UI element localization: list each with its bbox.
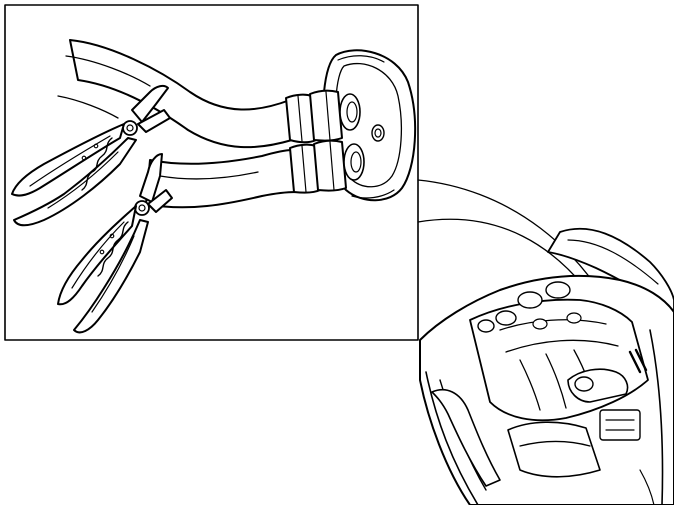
inset-frame xyxy=(4,4,419,341)
lower-heater-hose xyxy=(145,139,365,209)
upper-heater-hose xyxy=(57,39,361,149)
upper-hose-clamp-pliers xyxy=(11,84,171,227)
detail-inset xyxy=(4,4,419,341)
lower-hose-clamp-pliers xyxy=(57,153,173,334)
engine-bay-view xyxy=(419,227,674,505)
